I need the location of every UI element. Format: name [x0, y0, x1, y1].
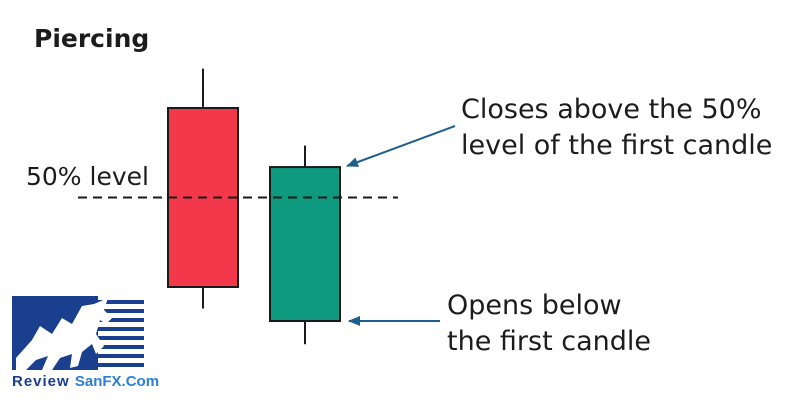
second-candle-body — [269, 166, 341, 323]
open-annotation: Opens below the first candle — [447, 288, 651, 360]
first-candle — [167, 68, 239, 309]
logo-text-review: Review — [12, 373, 70, 390]
fifty-percent-level-label: 50% level — [26, 162, 149, 191]
close-annotation-line-2: level of the first candle — [461, 130, 773, 161]
close-annotation-line-1: Closes above the 50% — [461, 94, 762, 125]
open-annotation-line-1: Opens below — [447, 290, 622, 321]
open-annotation-line-2: the first candle — [447, 326, 651, 357]
logo-text-sanfx: SanFX.Com — [74, 373, 160, 390]
second-candle — [269, 145, 341, 345]
logo-brand-text: Review SanFX.Com — [12, 373, 159, 390]
diagram-title: Piercing — [34, 24, 150, 53]
bull-logo-icon — [12, 296, 144, 370]
close-annotation: Closes above the 50% level of the first … — [461, 92, 772, 164]
close-arrow — [346, 125, 456, 167]
candles — [167, 68, 341, 345]
